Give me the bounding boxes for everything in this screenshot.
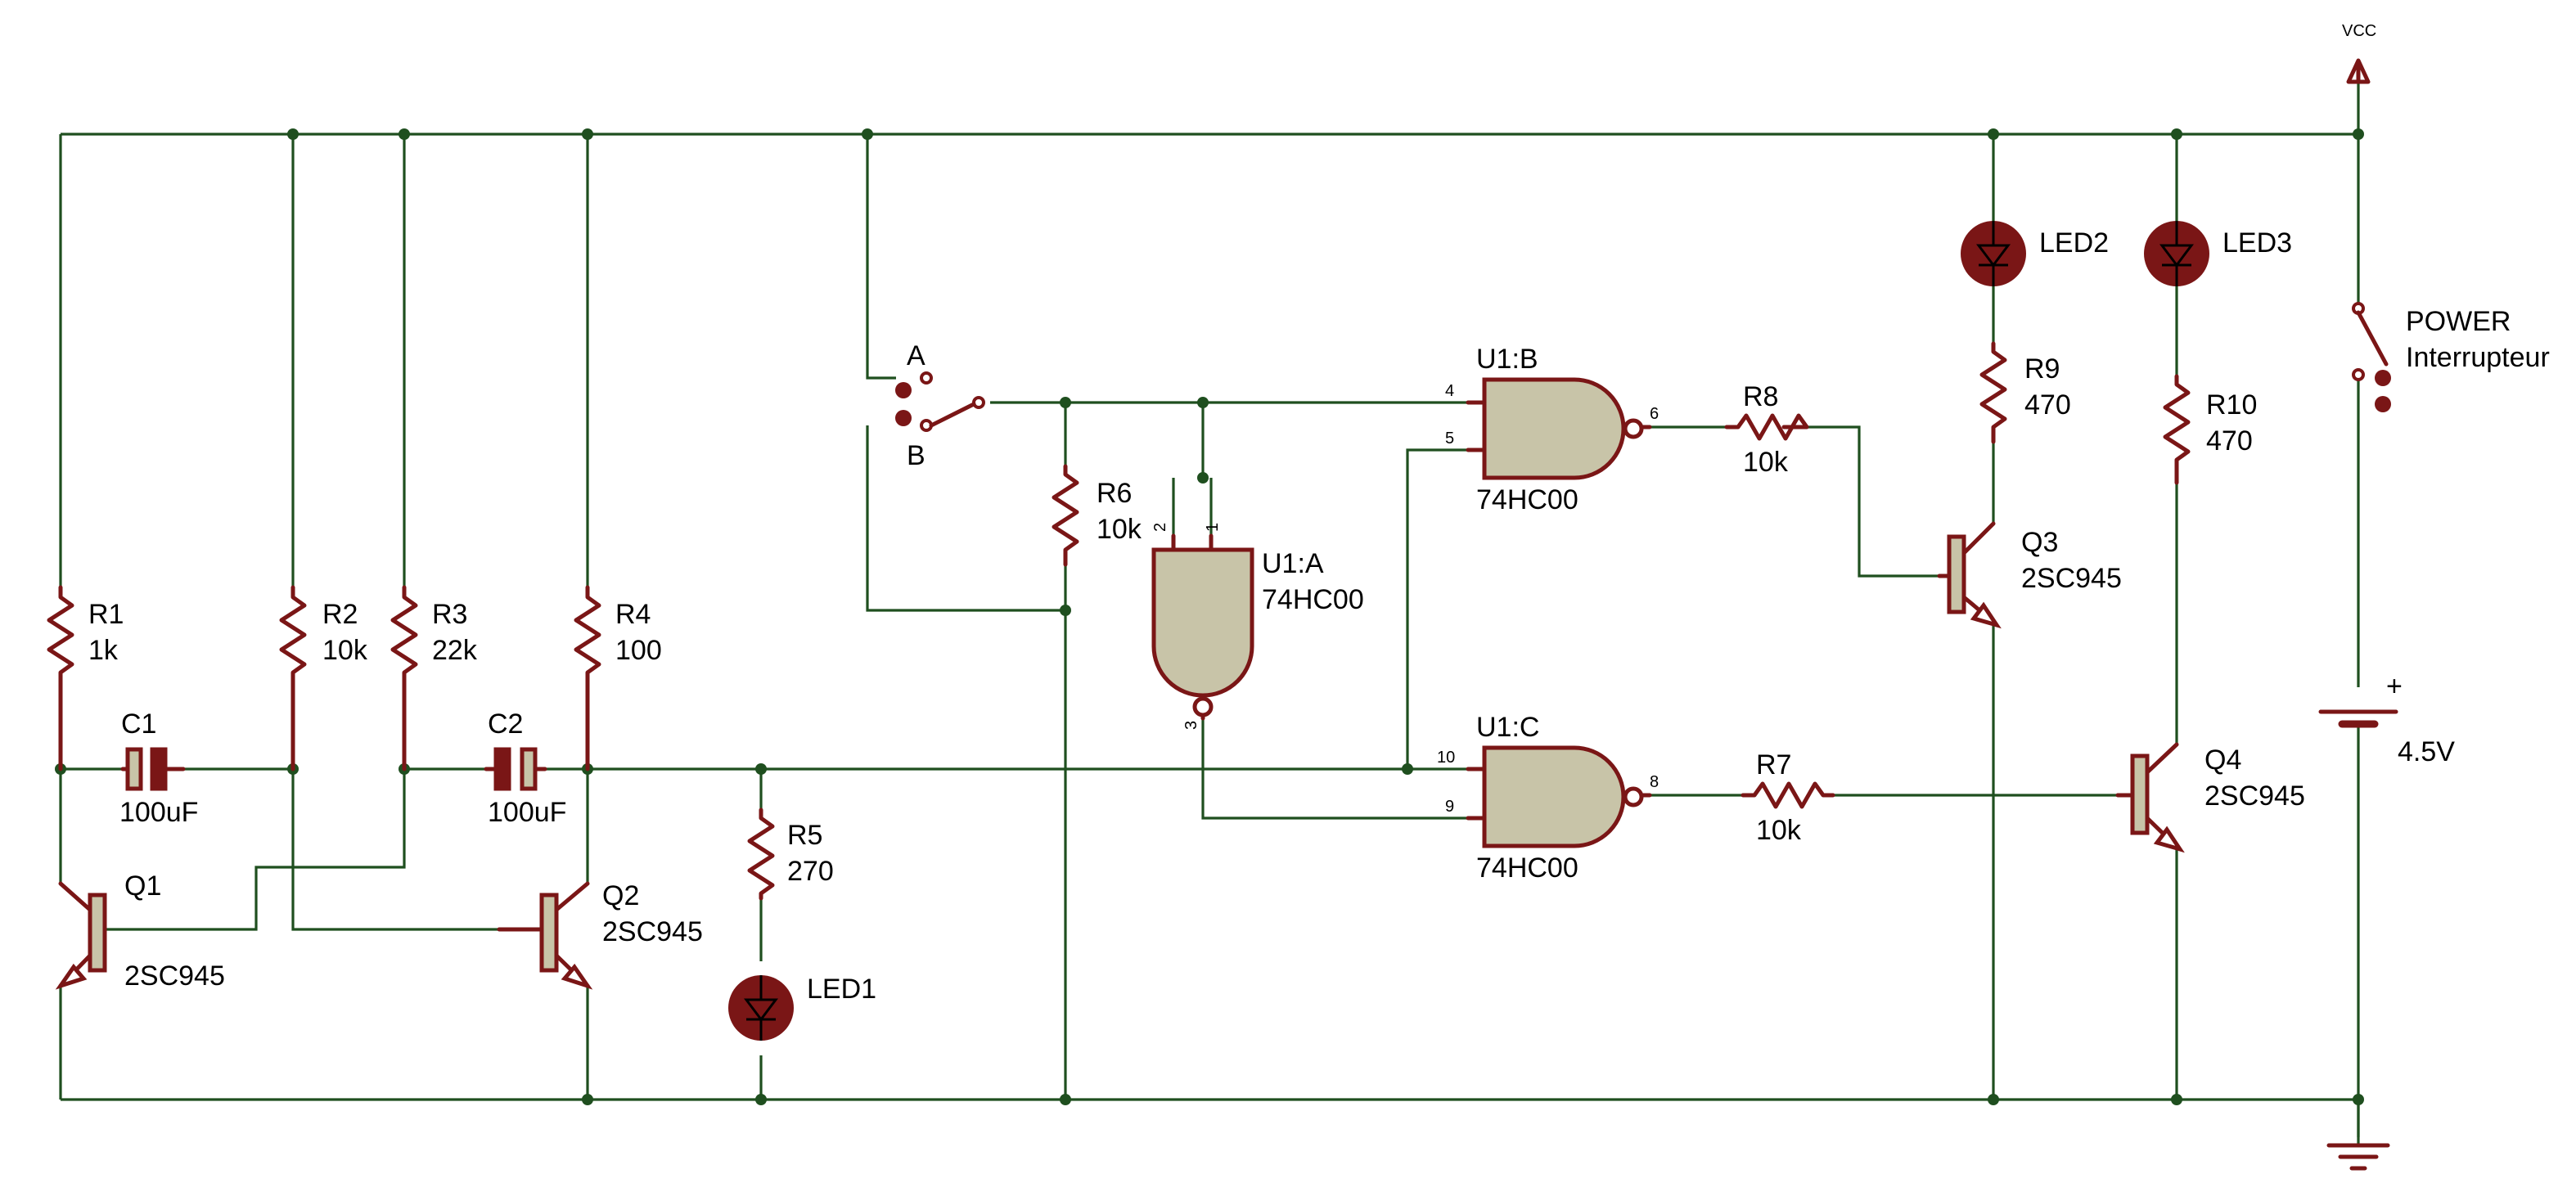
- nand-gate-u1a: 2 1 3 U1:A 74HC00: [1151, 523, 1364, 730]
- led-2: LED2: [1961, 221, 2109, 286]
- q3-name: Q3: [2021, 527, 2058, 558]
- r1-value: 1k: [88, 635, 119, 666]
- q1-part: 2SC945: [124, 960, 225, 992]
- c1-value: 100uF: [119, 797, 198, 828]
- resistor-r5: [747, 807, 775, 901]
- r10-name: R10: [2206, 389, 2257, 421]
- q4-name: Q4: [2204, 744, 2241, 776]
- q2-part: 2SC945: [602, 916, 703, 947]
- u1a-pin-b: 1: [1204, 523, 1222, 532]
- r10-value: 470: [2206, 425, 2253, 457]
- u1a-pin-out: 3: [1182, 721, 1200, 730]
- r5-name: R5: [787, 820, 822, 851]
- power-switch-desc: Interrupteur: [2406, 342, 2550, 373]
- u1c-pin-b: 9: [1445, 798, 1454, 816]
- c2-name: C2: [488, 708, 523, 740]
- u1c-name: U1:C: [1476, 712, 1539, 743]
- r5-value: 270: [787, 856, 834, 887]
- battery-value: 4.5V: [2398, 736, 2455, 767]
- u1b-name: U1:B: [1476, 344, 1538, 375]
- r9-name: R9: [2024, 353, 2060, 385]
- c1-name: C1: [121, 708, 156, 740]
- junctions: [55, 128, 2364, 1105]
- r8-name: R8: [1743, 381, 1778, 412]
- r2-value: 10k: [322, 635, 368, 666]
- battery: + 4.5V: [2318, 671, 2455, 767]
- c2-value: 100uF: [488, 797, 566, 828]
- power-switch: POWER Interrupteur: [2352, 302, 2550, 412]
- led3-name: LED3: [2222, 227, 2292, 259]
- u1c-pin-out: 8: [1650, 773, 1659, 791]
- transistor-q1: Q1 2SC945: [55, 870, 225, 992]
- resistor-r6: [1052, 464, 1079, 567]
- q1-name: Q1: [124, 870, 161, 902]
- u1b-part: 74HC00: [1476, 484, 1578, 515]
- transistor-q3: Q3 2SC945: [1937, 521, 2122, 629]
- r4-value: 100: [615, 635, 662, 666]
- resistor-r9: [1979, 341, 2007, 444]
- resistor-r2: [279, 585, 307, 681]
- r6-value: 10k: [1097, 514, 1142, 545]
- r8-value: 10k: [1743, 447, 1789, 478]
- r3-value: 22k: [432, 635, 478, 666]
- capacitor-c1: C1 100uF: [119, 708, 198, 828]
- vcc-symbol: VCC: [2342, 22, 2376, 84]
- transistor-q2: Q2 2SC945: [497, 880, 703, 990]
- r4-name: R4: [615, 599, 651, 630]
- q3-part: 2SC945: [2021, 563, 2122, 594]
- r3-name: R3: [432, 599, 467, 630]
- vcc-label: VCC: [2342, 22, 2376, 40]
- r2-name: R2: [322, 599, 358, 630]
- battery-plus: +: [2386, 671, 2403, 702]
- ground-symbol: [2326, 1143, 2390, 1171]
- resistor-r8: [1724, 413, 1809, 441]
- nand-gate-u1b: 4 5 6 U1:B 74HC00: [1445, 344, 1659, 515]
- u1a-name: U1:A: [1262, 548, 1324, 579]
- u1b-pin-a: 4: [1445, 382, 1454, 400]
- resistors: [47, 341, 2191, 901]
- transistor-q4: Q4 2SC945: [2115, 742, 2305, 853]
- q2-name: Q2: [602, 880, 639, 911]
- resistor-r10: [2163, 374, 2191, 485]
- led-3: LED3: [2144, 221, 2292, 286]
- switch-ab: A B: [895, 340, 985, 471]
- resistor-r4: [574, 585, 601, 681]
- u1b-pin-out: 6: [1650, 405, 1659, 423]
- led-1: LED1: [728, 974, 876, 1041]
- led1-name: LED1: [807, 974, 876, 1005]
- u1b-pin-b: 5: [1445, 430, 1454, 448]
- u1a-part: 74HC00: [1262, 584, 1364, 615]
- q4-part: 2SC945: [2204, 780, 2305, 812]
- resistor-r1: [47, 585, 74, 681]
- r6-name: R6: [1097, 478, 1132, 509]
- switch-label-b: B: [907, 440, 925, 471]
- capacitor-c2: C2 100uF: [484, 708, 566, 828]
- nand-gate-u1c: 10 9 8 U1:C 74HC00: [1437, 712, 1659, 884]
- resistor-r7: [1741, 781, 1835, 809]
- led2-name: LED2: [2039, 227, 2109, 259]
- u1a-pin-a: 2: [1151, 523, 1169, 532]
- resistor-labels: R1 1k R2 10k R3 22k R4 100 R5 270 R6 10k…: [88, 353, 2257, 887]
- r1-name: R1: [88, 599, 124, 630]
- r7-value: 10k: [1756, 815, 1802, 846]
- r7-name: R7: [1756, 749, 1791, 780]
- power-switch-name: POWER: [2406, 306, 2511, 337]
- u1c-part: 74HC00: [1476, 852, 1578, 884]
- wires: [59, 82, 2360, 1145]
- r9-value: 470: [2024, 389, 2071, 421]
- u1c-pin-a: 10: [1437, 749, 1455, 767]
- resistor-r3: [390, 585, 418, 681]
- switch-label-a: A: [907, 340, 925, 371]
